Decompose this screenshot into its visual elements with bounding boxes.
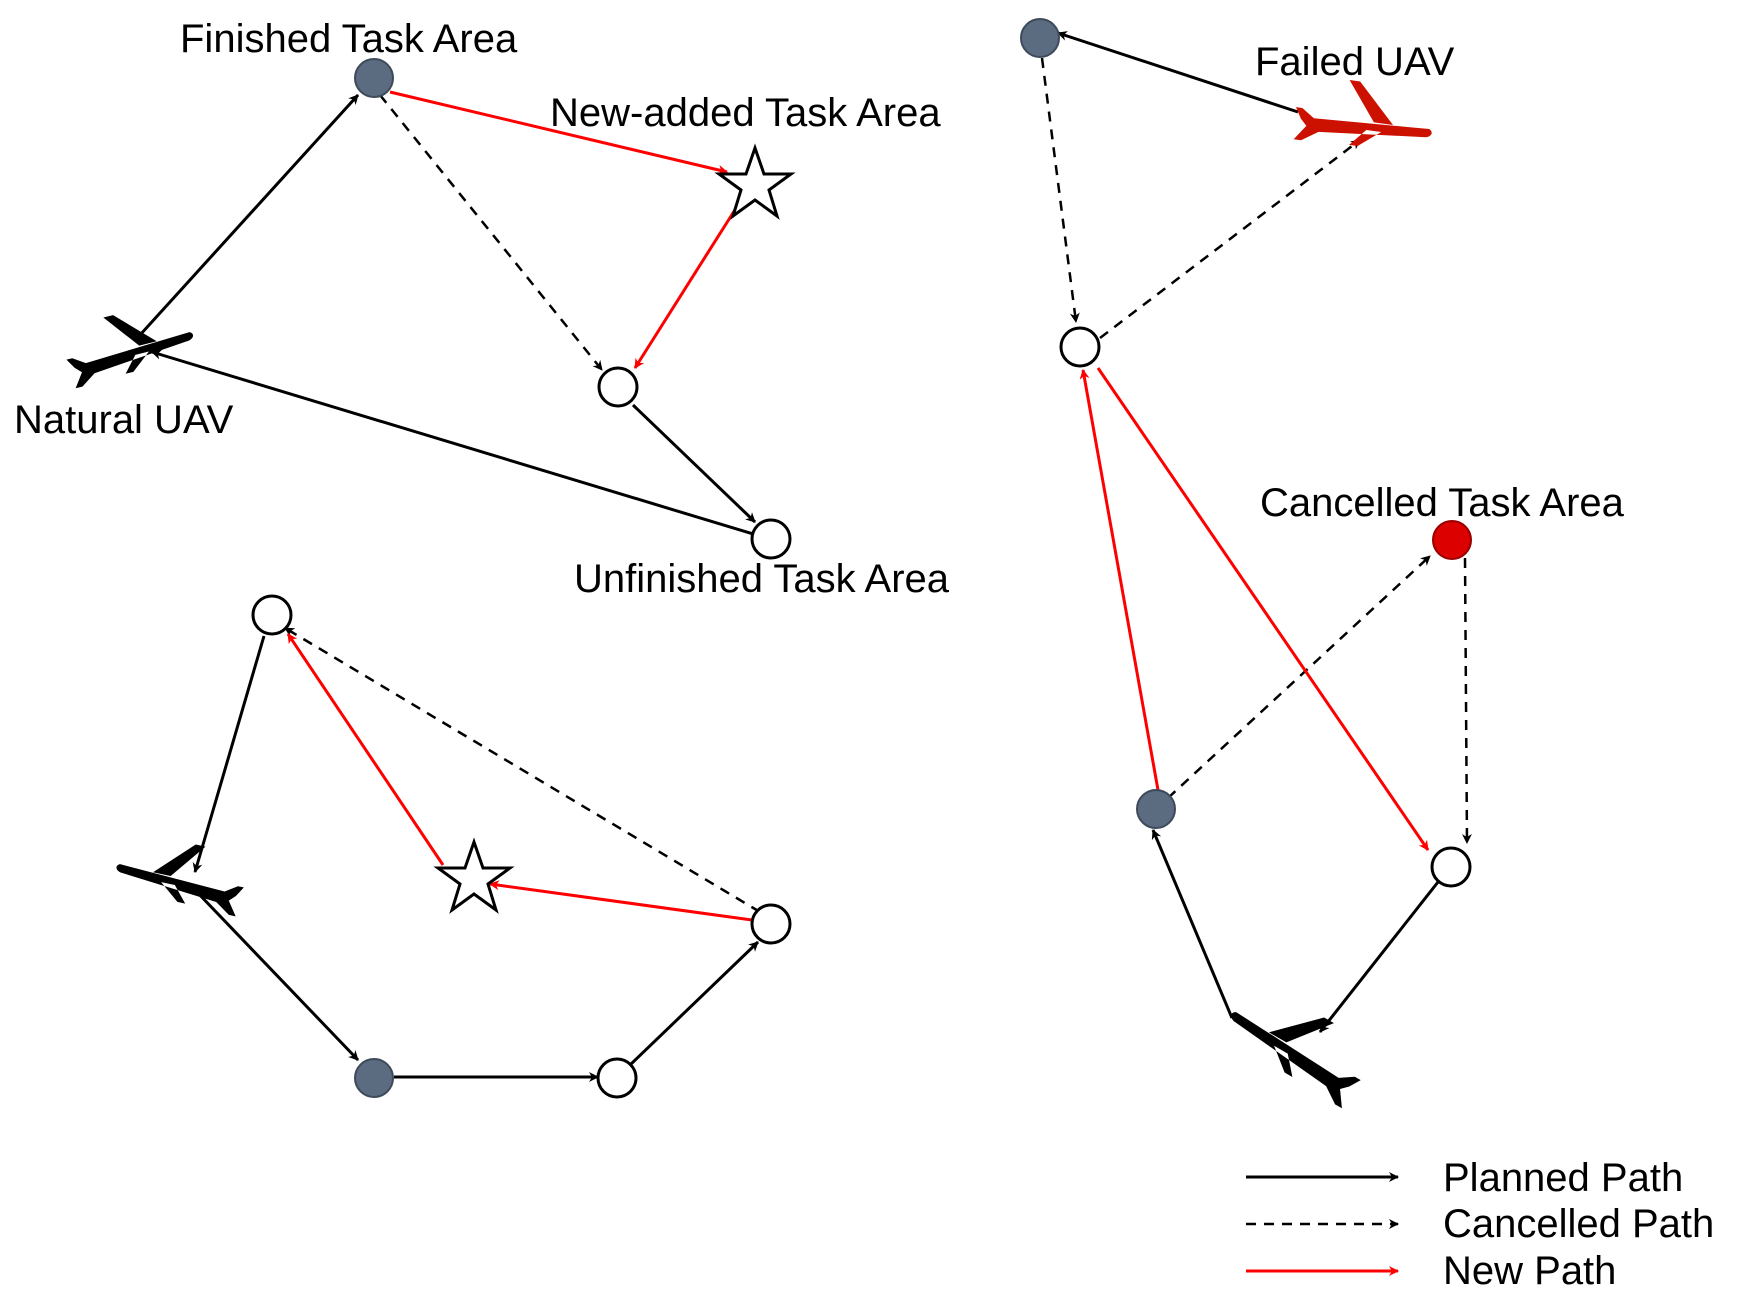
unfinished-task-node xyxy=(597,366,639,408)
failed-uav-label: Failed UAV xyxy=(1255,40,1455,84)
planned-path xyxy=(631,403,757,524)
legend-cancelled-path-label: Cancelled Path xyxy=(1443,1202,1714,1246)
planned-path xyxy=(192,635,266,873)
planned-path xyxy=(628,940,760,1067)
airplane-icon xyxy=(111,829,251,917)
scenario-task-resequencing xyxy=(111,594,792,1099)
new-path xyxy=(1096,367,1430,851)
unfinished-task-node xyxy=(251,594,293,636)
unfinished-task-node xyxy=(750,903,792,945)
airplane-icon xyxy=(1218,976,1379,1110)
new-path xyxy=(1079,369,1160,791)
cancelled-path xyxy=(1167,555,1431,799)
new-added-task-area-label: New-added Task Area xyxy=(550,91,941,135)
unfinished-task-node xyxy=(1059,326,1101,368)
unfinished-task-node xyxy=(596,1057,638,1099)
natural-uav-label: Natural UAV xyxy=(14,398,234,442)
unfinished-task-node xyxy=(1430,846,1472,888)
finished-task-node xyxy=(354,1058,394,1098)
cancelled-task-area-label: Cancelled Task Area xyxy=(1260,481,1625,525)
planned-path xyxy=(1318,881,1440,1033)
cancelled-path xyxy=(1461,557,1472,844)
planned-path xyxy=(151,349,764,539)
planned-path xyxy=(1151,829,1234,1019)
legend: Planned Path Cancelled Path New Path xyxy=(1246,1156,1714,1293)
cancelled-path xyxy=(1040,57,1080,323)
star-icon xyxy=(433,837,515,914)
planned-path xyxy=(1057,31,1299,114)
scenario-new-task-insertion: Finished Task Area New-added Task Area N… xyxy=(14,17,950,601)
cancelled-task-node xyxy=(1432,520,1472,560)
failed-uav-airplane-icon xyxy=(1291,73,1438,159)
unfinished-task-area-label: Unfinished Task Area xyxy=(574,557,950,601)
planned-path xyxy=(193,888,360,1062)
new-path xyxy=(389,90,728,175)
finished-task-node xyxy=(1020,18,1060,58)
cancelled-path xyxy=(379,94,603,371)
finished-task-area-label: Finished Task Area xyxy=(180,17,518,61)
new-path xyxy=(286,633,445,866)
airplane-icon xyxy=(58,297,199,389)
legend-new-path-label: New Path xyxy=(1443,1249,1616,1293)
legend-planned-path-label: Planned Path xyxy=(1443,1156,1683,1200)
scenario-failure-and-cancellation: Failed UAV Cancelled Task Area xyxy=(1020,18,1625,1110)
cancelled-path xyxy=(284,626,761,914)
unfinished-task-node xyxy=(750,518,792,560)
planned-path xyxy=(138,93,360,337)
finished-task-node xyxy=(1136,789,1176,829)
star-icon xyxy=(714,143,796,220)
new-path xyxy=(489,880,753,922)
new-path xyxy=(633,204,740,369)
cancelled-path xyxy=(1099,139,1361,339)
finished-task-node xyxy=(354,58,394,98)
